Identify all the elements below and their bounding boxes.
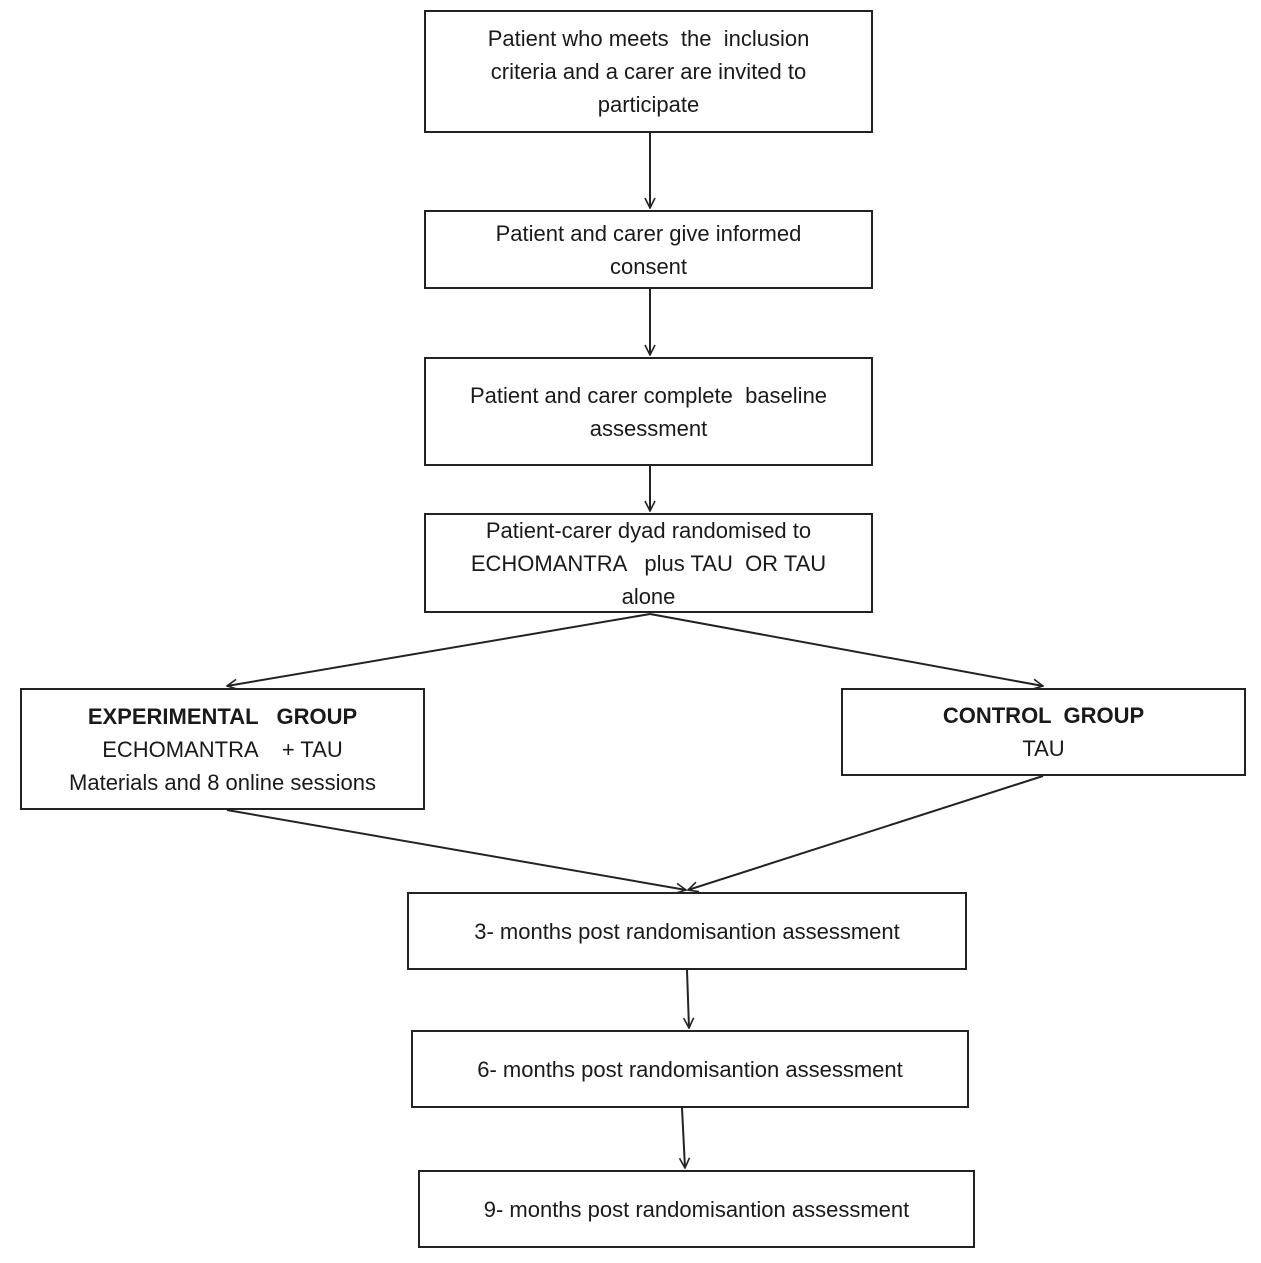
- step-consent-line-1: Patient and carer give informed: [495, 220, 802, 246]
- step-randomise-line-2: ECHOMANTRA plus TAU OR TAU: [470, 550, 827, 576]
- followup-6m-box: 6- months post randomisantion assessment: [411, 1030, 969, 1108]
- followup-6m-label: 6- months post randomisantion assessment: [477, 1056, 903, 1082]
- followup-3m-label: 3- months post randomisantion assessment: [474, 918, 900, 944]
- experimental-group-line-2: Materials and 8 online sessions: [69, 769, 376, 795]
- step-invite-box: Patient who meets the inclusion criteria…: [424, 10, 873, 133]
- step-randomise-line-3: alone: [621, 583, 676, 609]
- followup-9m-box: 9- months post randomisantion assessment: [418, 1170, 975, 1248]
- step-consent-line-2: consent: [609, 253, 688, 279]
- arrow-experimental-to-3m: [226, 809, 686, 890]
- arrow-3m-to-6m: [687, 969, 689, 1028]
- followup-9m-label: 9- months post randomisantion assessment: [483, 1196, 910, 1222]
- step-baseline-line-2: assessment: [589, 415, 708, 441]
- step-randomise-line-1: Patient-carer dyad randomised to: [485, 517, 812, 543]
- arrow-6m-to-9m: [682, 1107, 685, 1168]
- step-invite-line-3: participate: [597, 92, 700, 117]
- experimental-group-box: EXPERIMENTAL GROUP ECHOMANTRA + TAU Mate…: [20, 688, 425, 810]
- step-randomise-box: Patient-carer dyad randomised to ECHOMAN…: [424, 513, 873, 613]
- step-invite-line-2: criteria and a carer are invited to: [490, 59, 807, 84]
- experimental-group-heading: EXPERIMENTAL GROUP: [87, 703, 358, 729]
- arrow-randomise-to-experimental: [227, 613, 651, 686]
- control-group-heading: CONTROL GROUP: [942, 703, 1145, 728]
- step-baseline-line-1: Patient and carer complete baseline: [469, 382, 828, 408]
- control-group-box: CONTROL GROUP TAU: [841, 688, 1246, 776]
- arrow-randomise-to-control: [649, 613, 1043, 686]
- step-consent-box: Patient and carer give informed consent: [424, 210, 873, 289]
- step-baseline-box: Patient and carer complete baseline asse…: [424, 357, 873, 466]
- step-invite-line-1: Patient who meets the inclusion: [487, 26, 810, 51]
- experimental-group-line-1: ECHOMANTRA + TAU: [102, 736, 343, 762]
- control-group-line-1: TAU: [1022, 736, 1065, 761]
- arrow-control-to-3m: [688, 775, 1044, 890]
- followup-3m-box: 3- months post randomisantion assessment: [407, 892, 967, 970]
